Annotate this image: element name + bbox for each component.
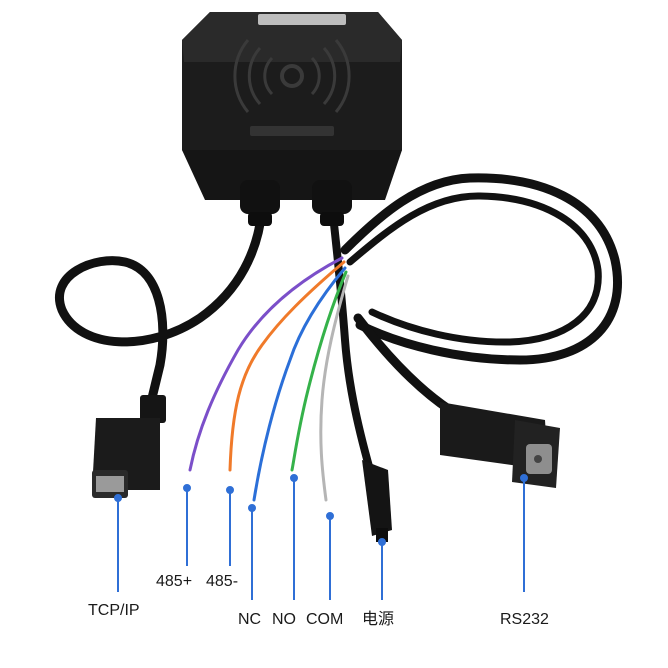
label-nc: NC (238, 611, 261, 628)
label-no: NO (272, 611, 296, 628)
label-485-plus: 485+ (156, 573, 192, 590)
label-485-minus: 485- (206, 573, 238, 590)
signal-wires (188, 256, 350, 502)
wire-purple (188, 256, 344, 472)
wire-green (290, 270, 348, 472)
port-labels: TCP/IP 485+ 485- NC NO COM 电源 RS232 (88, 573, 549, 628)
dc-power-plug (362, 460, 392, 542)
cable-gland-right (312, 180, 352, 214)
callout-lines (114, 474, 528, 600)
rj45-connector (92, 395, 166, 498)
rfid-wave-icon (233, 39, 351, 113)
label-power: 电源 (362, 610, 394, 628)
wire-blue (252, 266, 347, 502)
label-com: COM (306, 611, 343, 628)
cables (55, 173, 623, 474)
ethernet-cable (55, 205, 267, 403)
wire-orange (228, 260, 346, 472)
rfid-reader-device (182, 12, 402, 226)
rs232-cable (340, 173, 623, 365)
label-tcp-ip: TCP/IP (88, 602, 140, 619)
power-cable (329, 211, 374, 474)
db9-connector (440, 402, 560, 488)
cable-gland-left (240, 180, 280, 214)
label-rs232: RS232 (500, 611, 549, 628)
wire-gray (319, 274, 350, 502)
